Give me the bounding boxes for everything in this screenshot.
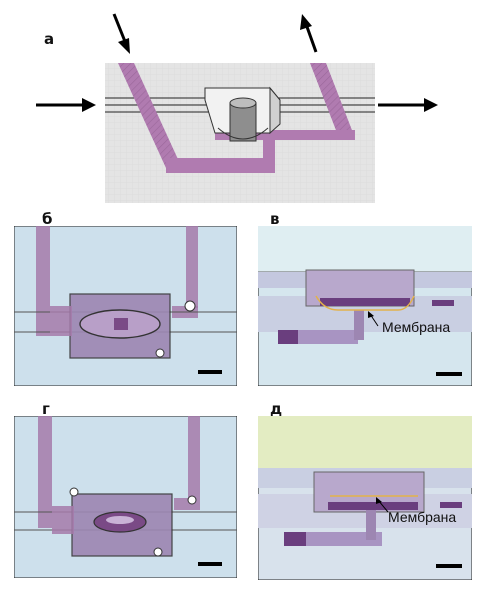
bottom-channel (166, 140, 275, 173)
panel-a-schematic (36, 13, 438, 203)
panel-d-micrograph: Мембрана (258, 416, 472, 580)
panel-g-micrograph (14, 416, 237, 578)
arrow-inlet-down (112, 13, 130, 54)
panel-d-label: д (270, 400, 283, 418)
arrow-flow-in (36, 98, 96, 112)
panel-v-label: в (270, 210, 280, 228)
membrane-line (315, 295, 415, 311)
panel-v-micrograph: Мембрана (258, 226, 472, 386)
scale-bar (198, 562, 222, 566)
cylinder-chamber (229, 102, 257, 142)
scale-bar (436, 372, 462, 376)
arrow-flow-out (378, 98, 438, 112)
membrane-label: Мембрана (382, 319, 450, 335)
panel-b-label: б (42, 210, 53, 228)
panel-b-micrograph (14, 226, 237, 386)
scale-bar (436, 564, 462, 568)
membrane-label: Мембрана (388, 509, 456, 525)
arrow-outlet-up (300, 14, 318, 53)
panel-g-label: г (42, 400, 50, 418)
scale-bar (198, 370, 222, 374)
panel-a-label: а (44, 30, 55, 48)
